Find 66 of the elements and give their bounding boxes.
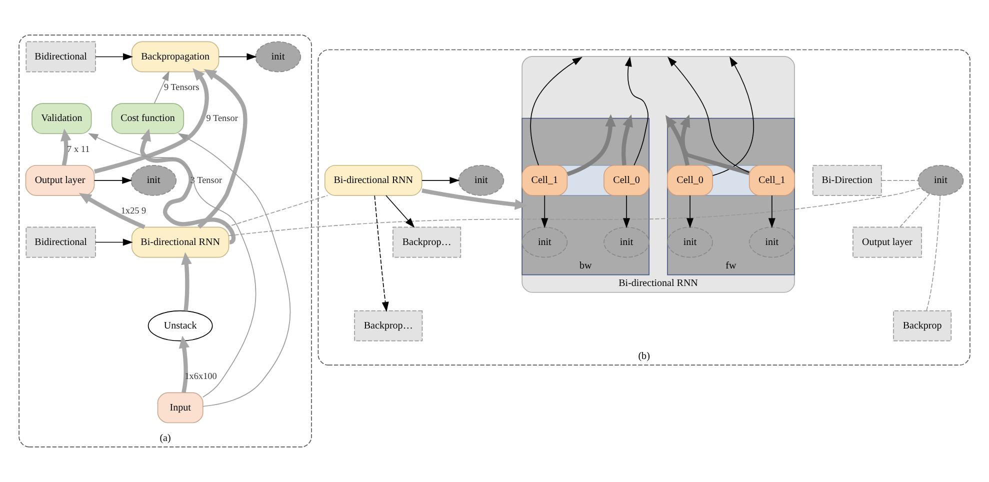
arrow bbox=[622, 114, 633, 166]
arrow bbox=[680, 114, 750, 176]
node-ellipse: init bbox=[748, 226, 795, 258]
node-ellipse: init bbox=[522, 226, 568, 258]
node-box: Cost function bbox=[111, 103, 184, 134]
arrow bbox=[566, 114, 616, 176]
connector bbox=[226, 195, 328, 228]
arrow bbox=[78, 192, 146, 230]
connector bbox=[900, 193, 930, 228]
node-box: Validation bbox=[32, 103, 92, 134]
arrow bbox=[88, 133, 256, 398]
connector bbox=[881, 180, 918, 181]
arrow bbox=[422, 176, 460, 184]
arrow bbox=[768, 195, 776, 228]
node-ellipse: init bbox=[918, 164, 964, 196]
arrow bbox=[530, 56, 582, 166]
node-box: Input bbox=[157, 392, 204, 424]
arrow bbox=[95, 53, 134, 60]
node-ellipse: Unstack bbox=[148, 310, 213, 342]
edge-label: 7 x 11 bbox=[67, 144, 90, 154]
arrow bbox=[686, 195, 694, 228]
node-box: Backprop… bbox=[392, 226, 462, 258]
connector bbox=[926, 195, 941, 311]
arrow bbox=[94, 68, 209, 174]
node-box: Bi-Direction bbox=[812, 164, 882, 196]
node-box: Bidirectional bbox=[26, 226, 96, 258]
arrow bbox=[624, 56, 648, 166]
edge-label: 1x25 9 bbox=[120, 206, 146, 216]
edge-label: 9 Tensor bbox=[206, 112, 238, 123]
node-box: Cell_0 bbox=[604, 164, 650, 196]
arrow bbox=[178, 133, 291, 407]
arrow bbox=[197, 69, 248, 229]
node-box: Backpropagation bbox=[131, 41, 220, 72]
arrow bbox=[541, 195, 548, 228]
arrow bbox=[386, 195, 415, 228]
arrow bbox=[154, 70, 170, 104]
node-ellipse: init bbox=[130, 164, 177, 196]
node-box: Cell_1 bbox=[748, 164, 795, 196]
node-box: Cell_0 bbox=[667, 164, 713, 196]
node-box: Bi-directional RNN bbox=[324, 164, 422, 196]
edge-label: 9 Tensors bbox=[164, 82, 200, 92]
node-box: Cell_1 bbox=[522, 164, 568, 196]
node-box: Backprop… bbox=[354, 310, 423, 342]
arrow bbox=[712, 56, 754, 176]
node-box: Output layer bbox=[852, 226, 922, 258]
arrow bbox=[60, 128, 72, 166]
node-box: Backprop bbox=[893, 310, 952, 342]
node-box: Bidirectional bbox=[26, 41, 96, 72]
arrow bbox=[178, 336, 190, 394]
arrow bbox=[94, 176, 132, 184]
node-ellipse: init bbox=[458, 164, 504, 196]
arrow bbox=[140, 128, 236, 244]
node-box: Bi-directional RNN bbox=[131, 226, 230, 258]
edge-label: 1x6x100 bbox=[184, 371, 217, 382]
arrow bbox=[95, 238, 133, 246]
arrow bbox=[623, 195, 630, 228]
node-ellipse: init bbox=[667, 226, 713, 258]
node-ellipse: init bbox=[255, 41, 302, 72]
node-ellipse: init bbox=[604, 226, 650, 258]
node-box: Output layer bbox=[25, 164, 95, 196]
arrow bbox=[181, 252, 192, 312]
arrow bbox=[667, 56, 750, 173]
arrow bbox=[374, 195, 389, 312]
connector bbox=[228, 188, 922, 236]
arrow bbox=[666, 115, 690, 166]
arrow bbox=[218, 53, 257, 60]
